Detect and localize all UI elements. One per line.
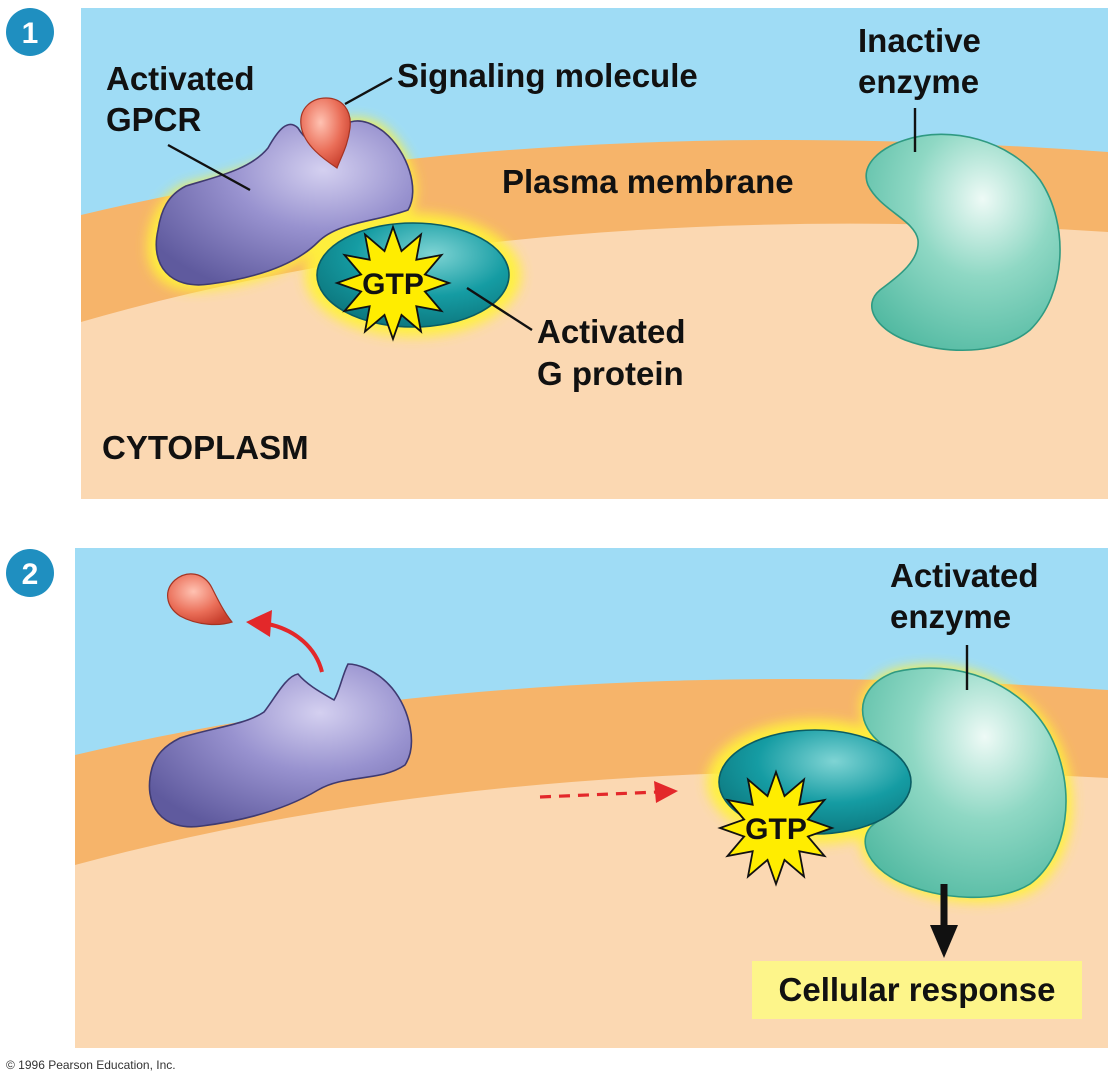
inactive-enzyme-label-line1: Inactive: [858, 22, 981, 59]
panel-1-labels: Activated GPCR Signaling molecule Inacti…: [102, 22, 981, 466]
activated-enzyme-label-line2: enzyme: [890, 598, 1011, 635]
gtp-burst-icon: [334, 224, 452, 342]
movement-arrowhead: [654, 781, 678, 803]
activated-enzyme-label-line1: Activated: [890, 557, 1039, 594]
inactive-enzyme-icon: [865, 133, 1061, 352]
release-arrowhead: [246, 610, 272, 637]
activated-g-protein-label-line1: Activated: [537, 313, 686, 350]
copyright-text: © 1996 Pearson Education, Inc.: [6, 1058, 176, 1072]
gtp-label: GTP: [745, 813, 807, 846]
inactive-enzyme-label-line2: enzyme: [858, 63, 979, 100]
signaling-leader-line: [344, 76, 393, 106]
response-arrowhead: [930, 925, 958, 958]
activated-g-protein-label-line2: G protein: [537, 355, 684, 392]
cellular-response-box: [752, 961, 1082, 1019]
gpcr-receptor-icon: [155, 120, 414, 286]
signaling-molecule-icon: [300, 97, 351, 169]
svg-text:1: 1: [22, 17, 39, 50]
panel-2: GTP: [75, 548, 1108, 1048]
released-molecule-icon: [167, 573, 234, 626]
gpcr-leader-line: [167, 143, 251, 192]
step-2-badge: 2: [6, 549, 54, 597]
activated-gpcr-label-line1: Activated: [106, 60, 255, 97]
g-protein-leader-line: [466, 286, 533, 332]
panel-2-labels: Activated enzyme Cellular response: [752, 557, 1082, 1019]
cytoplasm-label: CYTOPLASM: [102, 429, 309, 466]
gtp-burst-icon: [717, 769, 835, 887]
movement-dashed-arrow-icon: [539, 790, 659, 799]
activated-gpcr-label-line2: GPCR: [106, 101, 202, 138]
svg-text:2: 2: [22, 558, 39, 591]
gtp-label: GTP: [362, 268, 424, 301]
activated-enzyme-icon: [861, 667, 1067, 899]
step-1-badge: 1: [6, 8, 54, 56]
release-arrow-icon: [267, 622, 324, 673]
panel-1: GTP: [81, 8, 1108, 499]
gpcr-receptor-icon: [148, 663, 413, 828]
signaling-molecule-label: Signaling molecule: [397, 57, 698, 94]
plasma-membrane-label: Plasma membrane: [502, 163, 794, 200]
cellular-response-label: Cellular response: [779, 971, 1056, 1008]
